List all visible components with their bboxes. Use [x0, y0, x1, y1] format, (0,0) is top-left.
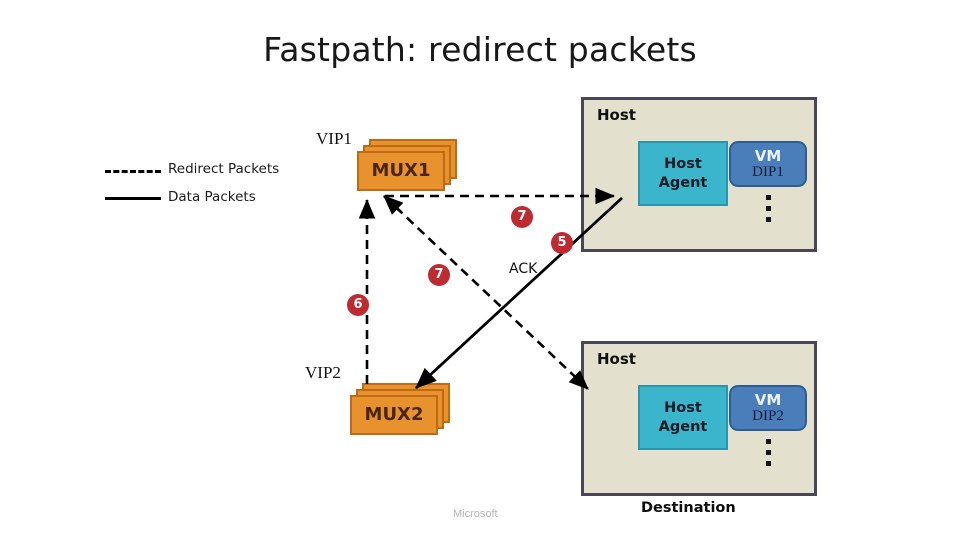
host-bottom-vm[interactable]: VM DIP2 [729, 385, 807, 431]
legend-label-redirect: Redirect Packets [168, 161, 280, 177]
arrow-mux1-to-host-bottom [384, 196, 589, 390]
host-bottom-vm-dip: DIP2 [752, 408, 784, 424]
host-top-agent-line1: Host [664, 156, 702, 173]
mux1-node[interactable]: MUX1 [357, 139, 457, 191]
host-bottom-agent-line2: Agent [658, 418, 708, 435]
host-bottom-container: Host Host Agent VM DIP2 [581, 341, 817, 496]
destination-label: Destination [641, 500, 736, 516]
microsoft-brand-label: Microsoft [453, 508, 498, 520]
page-title: Fastpath: redirect packets [263, 30, 697, 69]
ack-label: ACK [509, 261, 538, 277]
host-bottom-title: Host [597, 350, 636, 368]
legend-swatch-data [105, 197, 161, 200]
legend-label-data: Data Packets [168, 189, 256, 205]
host-bottom-vm-title: VM [754, 390, 782, 409]
host-bottom-agent-line1: Host [664, 400, 702, 417]
host-top-container: Host Host Agent VM DIP1 [581, 97, 817, 252]
legend-swatch-redirect [105, 170, 161, 173]
host-top-title: Host [597, 106, 636, 124]
host-top-vm[interactable]: VM DIP1 [729, 141, 807, 187]
host-bottom-vm-ellipsis-icon [766, 439, 772, 472]
host-top-agent[interactable]: Host Agent [638, 141, 728, 206]
host-top-vm-dip: DIP1 [752, 164, 784, 180]
arrow-host-bottom-to-mux1-head [383, 195, 404, 215]
host-bottom-agent[interactable]: Host Agent [638, 385, 728, 450]
vip2-label: VIP2 [305, 363, 341, 382]
host-top-agent-line2: Agent [658, 174, 708, 191]
mux1-card-front [357, 151, 445, 191]
mux2-card-front [350, 395, 438, 435]
step-badge-7-top: 7 [511, 206, 533, 228]
mux2-node[interactable]: MUX2 [350, 383, 450, 435]
step-badge-5: 5 [551, 232, 573, 254]
step-badge-6: 6 [347, 294, 369, 316]
host-top-vm-ellipsis-icon [766, 195, 772, 228]
vip1-label: VIP1 [316, 129, 352, 148]
host-top-vm-title: VM [754, 146, 782, 165]
step-badge-7-mid: 7 [428, 264, 450, 286]
